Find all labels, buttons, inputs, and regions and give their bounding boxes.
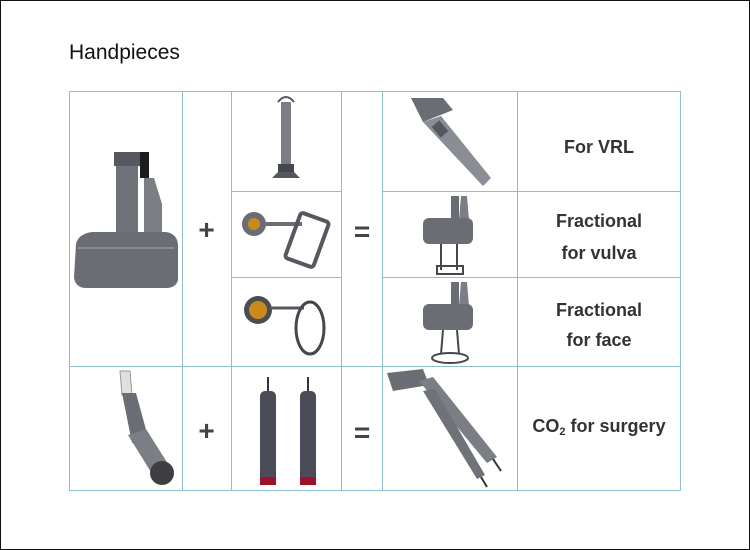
vrl-probe-cell — [231, 91, 342, 192]
face-label-cell: Fractional for face — [517, 277, 681, 367]
row-label: For VRL — [564, 137, 634, 157]
surgical-tips-icon — [260, 377, 316, 485]
vrl-label-cell: For VRL — [517, 91, 681, 192]
articulated-arm-icon — [119, 370, 174, 485]
handpiece-table: + — [69, 91, 681, 491]
equals-sign: = — [353, 417, 371, 448]
co2-surgery-handpiece-result-icon — [387, 369, 502, 488]
row-label-prefix: CO — [532, 416, 560, 436]
vrl-result-cell — [382, 91, 518, 192]
scanner-handpiece-icon — [74, 152, 178, 288]
page-title: Handpieces — [69, 41, 180, 64]
vulva-attachment-cell — [231, 191, 342, 278]
vulva-result-cell — [382, 191, 518, 278]
plus-cell-bottom: + — [182, 366, 232, 491]
row-label: CO2 for surgery — [518, 411, 680, 447]
surgery-result-cell — [382, 366, 518, 491]
row-label-suffix: for surgery — [565, 416, 666, 436]
surgery-label-cell: CO2 for surgery — [517, 366, 681, 491]
face-result-cell — [382, 277, 518, 367]
face-spacer-icon — [244, 296, 326, 356]
surgical-tips-cell — [231, 366, 342, 491]
vulva-handpiece-result-icon — [423, 196, 473, 275]
face-attachment-cell — [231, 277, 342, 367]
plus-sign: + — [198, 214, 215, 245]
equals-cell-bottom: = — [341, 366, 383, 491]
vrl-probe-icon — [272, 96, 300, 178]
vrl-handpiece-result-icon — [411, 98, 491, 186]
equals-sign: = — [353, 216, 371, 247]
row-label-subscript: 2 — [559, 426, 566, 438]
row-label-line1: Fractional — [555, 300, 643, 320]
base-handpiece-cell — [69, 91, 183, 367]
face-handpiece-result-icon — [423, 282, 473, 364]
vulva-label-cell: Fractional for vulva — [517, 191, 681, 278]
row-label-line1: Fractional — [555, 211, 643, 231]
row-label-line2: for vulva — [561, 243, 637, 263]
articulated-arm-cell — [69, 366, 183, 491]
vulva-spacer-icon — [242, 211, 331, 269]
plus-sign: + — [198, 415, 215, 446]
row-label-line2: for face — [566, 330, 632, 350]
equals-cell-top: = — [341, 91, 383, 367]
plus-cell-top: + — [182, 91, 232, 367]
